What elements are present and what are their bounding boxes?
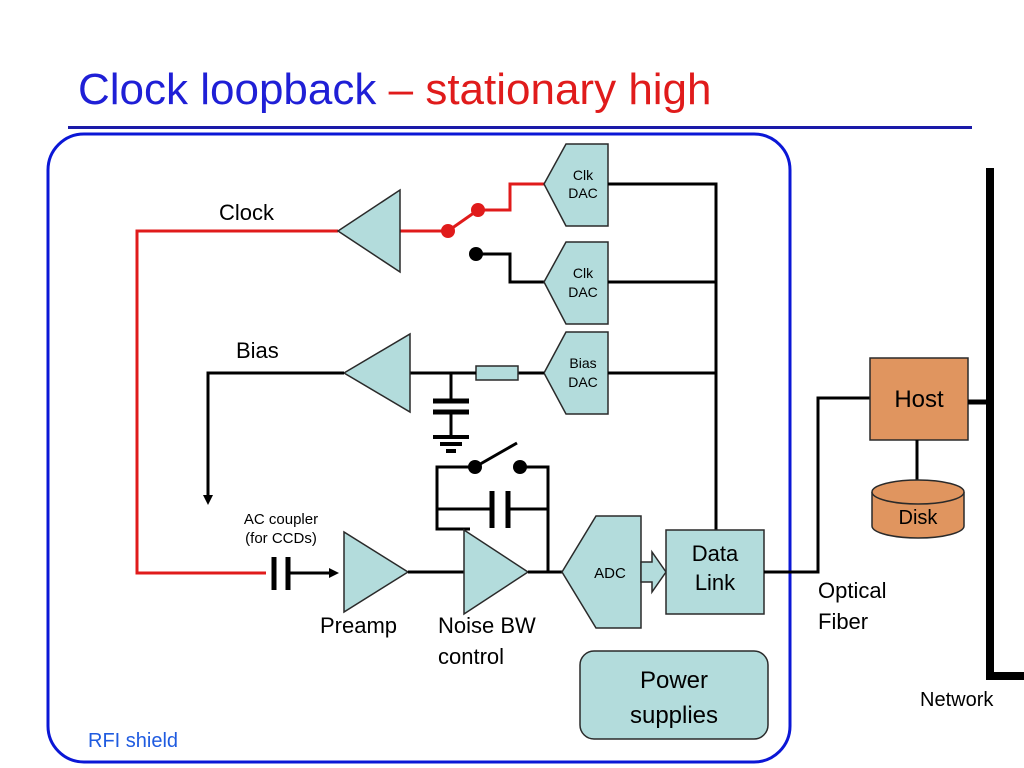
- bias-dac-block: [543, 331, 609, 415]
- preamp-label: Preamp: [320, 613, 397, 638]
- noise-bw-feedback: [435, 465, 550, 572]
- title-dash: –: [388, 65, 414, 114]
- title-accent: stationary high: [425, 65, 712, 114]
- bias-filter-capacitor: [433, 373, 469, 437]
- bias-dac-label-line2: DAC: [568, 374, 598, 390]
- host-block: [869, 357, 969, 441]
- power-supplies-label-line1: Power: [640, 667, 708, 694]
- noise-bw-amp-triangle: [463, 528, 530, 616]
- disk-cylinder-top: [871, 479, 965, 505]
- dac-control-bus: [608, 182, 718, 530]
- data-link-label-line1: Data: [692, 541, 739, 566]
- bias-label: Bias: [236, 338, 279, 363]
- power-supplies-block: [579, 650, 769, 740]
- preamp-triangle: [343, 530, 410, 614]
- rfi-shield-label: RFI shield: [88, 730, 178, 752]
- power-supplies-label-line2: supplies: [630, 702, 718, 729]
- adc-block: [561, 515, 642, 629]
- ac-coupler-label-line2: (for CCDs): [245, 530, 317, 547]
- noise-bw-switch-arm: [474, 441, 518, 469]
- page-title: Clock loopback – stationary high: [78, 62, 712, 118]
- clk-dac-2-label-line1: Clk: [573, 265, 594, 281]
- clock-label: Clock: [219, 200, 275, 225]
- noise-bw-capacitor: [489, 491, 511, 528]
- optical-fiber-line: [764, 396, 870, 574]
- clk-dac-1-label-line1: Clk: [573, 167, 594, 183]
- noise-bw-label-line1: Noise BW: [438, 613, 536, 638]
- bias-driver-triangle: [342, 332, 411, 414]
- ground-icon: [433, 435, 469, 453]
- switch-contact-red-2: [441, 224, 455, 238]
- clk-dac-2-label-line2: DAC: [568, 284, 598, 300]
- host-label: Host: [894, 386, 944, 413]
- noise-bw-switch-contact-1: [468, 460, 482, 474]
- disk-label: Disk: [899, 507, 939, 529]
- clock-driver-triangle: [336, 188, 401, 274]
- bias-output-wire: [203, 371, 344, 505]
- bias-dac-label-line1: Bias: [569, 355, 596, 371]
- clk-dac-1-label-line2: DAC: [568, 185, 598, 201]
- bias-resistor: [475, 365, 519, 381]
- disk-cylinder: [871, 492, 965, 539]
- adc-to-datalink-arrow: [640, 549, 667, 595]
- clk-dac-1-block: [543, 143, 609, 227]
- data-link-label-line2: Link: [695, 570, 736, 595]
- title-main: Clock loopback: [78, 65, 377, 114]
- clk-dac-2-block: [543, 241, 609, 325]
- rfi-shield-box: [46, 132, 792, 764]
- ac-coupler-label-line1: AC coupler: [244, 511, 318, 528]
- optical-label-line2: Fiber: [818, 609, 868, 634]
- switch-contact-red-1: [471, 203, 485, 217]
- data-link-block: [665, 529, 765, 615]
- network-label: Network: [920, 689, 994, 711]
- noise-bw-label-line2: control: [438, 644, 504, 669]
- optical-label-line1: Optical: [818, 578, 886, 603]
- noise-bw-switch-contact-2: [513, 460, 527, 474]
- ac-coupler-capacitor: [271, 557, 291, 590]
- clk-dac-2-wire: [476, 252, 544, 284]
- adc-label: ADC: [594, 565, 626, 582]
- title-rule: [68, 126, 972, 129]
